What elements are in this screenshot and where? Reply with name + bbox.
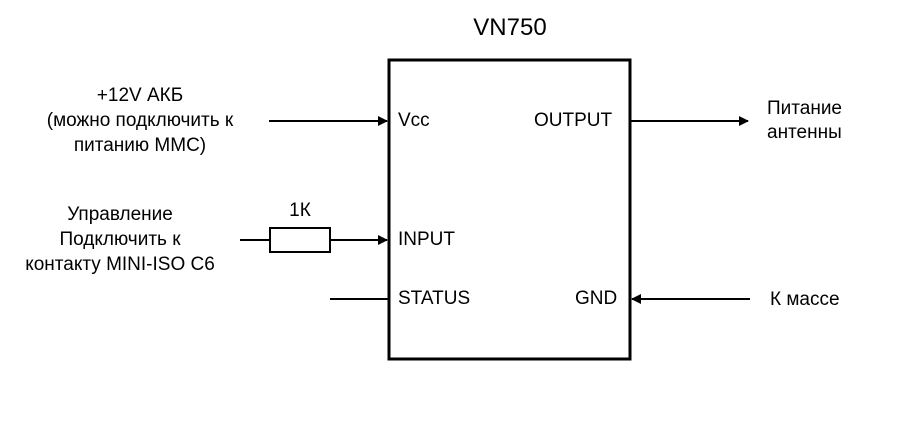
pin-status-label: STATUS	[398, 288, 471, 309]
power-label-line: питанию ММС)	[73, 135, 207, 156]
antenna-label-line: антенны	[767, 122, 842, 143]
antenna-label-line: Питание	[767, 98, 842, 119]
ground-label: К массе	[770, 289, 840, 310]
pin-output-label: OUTPUT	[534, 110, 613, 131]
chip-body	[387, 58, 632, 361]
pin-gnd-label: GND	[575, 288, 618, 309]
power-label-line: (можно подключить к	[46, 110, 234, 131]
pin-vcc-label: Vcc	[398, 110, 430, 131]
pin-input-label: INPUT	[398, 229, 455, 250]
control-label-line: Управление	[67, 204, 173, 225]
power-label-line: +12V АКБ	[96, 85, 184, 106]
resistor-value-label: 1К	[289, 200, 311, 221]
chip-title: VN750	[473, 14, 547, 41]
control-label-line: Подключить к	[59, 229, 181, 250]
control-label-line: контакту MINI-ISO C6	[25, 254, 215, 275]
resistor	[269, 227, 331, 253]
